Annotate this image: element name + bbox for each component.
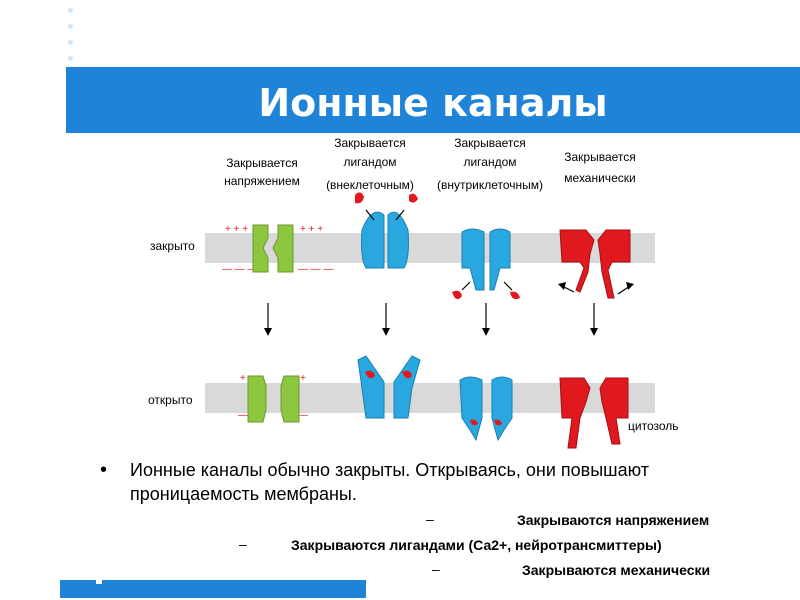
int-ligand-channel-closed-right xyxy=(489,228,511,291)
dot xyxy=(68,24,73,29)
bullet-list: • Ионные каналы обычно закрыты. Открывая… xyxy=(100,458,780,506)
row-label-closed: закрыто xyxy=(150,239,195,253)
ligand-int-open-right xyxy=(494,419,502,426)
int-ligand-channel-open-right xyxy=(491,376,513,442)
sub-dash-1: – xyxy=(426,511,434,527)
charge-plus-right: + + + xyxy=(300,224,323,235)
ligand-int-open-left xyxy=(470,419,478,426)
bullet-main: • Ионные каналы обычно закрыты. Открывая… xyxy=(100,458,780,506)
mech-channel-open-left xyxy=(559,377,591,449)
label-int-2: лигандом xyxy=(463,155,516,169)
row-label-open: открыто xyxy=(148,393,193,407)
mech-channel-open-right xyxy=(599,377,629,445)
bottom-accent-bar xyxy=(60,580,366,598)
ligand-arrow-left xyxy=(365,209,375,221)
ext-ligand-channel-closed xyxy=(361,211,409,269)
int-ligand-channel-open-left xyxy=(459,376,483,442)
label-ext-2: лигандом xyxy=(343,155,396,169)
down-arrow-head-1 xyxy=(264,328,272,336)
slide-title: Ионные каналы xyxy=(258,81,608,125)
voltage-channel-open-right xyxy=(280,375,300,423)
title-bar: Ионные каналы xyxy=(66,67,800,133)
ligand-right-closed xyxy=(409,193,418,203)
ligand-int-left xyxy=(452,290,462,300)
cytosol-label: цитозоль xyxy=(628,419,679,433)
decorative-dots xyxy=(66,8,78,72)
ext-ligand-channel-open-right xyxy=(393,355,421,419)
dot xyxy=(68,40,73,45)
charge-plus-open-left: + xyxy=(240,373,246,384)
charge-plus-open-right: + xyxy=(300,373,306,384)
int-arrow-left xyxy=(461,281,471,291)
ligand-right-open xyxy=(402,370,412,379)
mech-arrow-right-head xyxy=(626,282,634,290)
voltage-channel-closed-right xyxy=(272,224,294,273)
int-ligand-channel-closed-left xyxy=(461,228,485,291)
bottom-accent-notch xyxy=(96,580,102,584)
bullet-dot: • xyxy=(100,459,108,481)
charge-plus-left: + + + xyxy=(225,224,248,235)
bullet-main-text: Ионные каналы обычно закрыты. Открываясь… xyxy=(130,460,649,504)
label-ext-1: Закрывается xyxy=(334,136,406,150)
voltage-channel-open-left xyxy=(247,375,267,423)
sub-dash-2: – xyxy=(239,536,247,552)
sub-bullet-ligand: Закрываются лигандами (Са2+, нейротрансм… xyxy=(291,537,662,553)
voltage-channel-closed-left xyxy=(252,224,269,273)
sub-dash-3: – xyxy=(432,561,440,577)
mech-channel-closed-right xyxy=(597,229,631,299)
mech-arrow-left-head xyxy=(558,282,566,290)
charge-minus-left: — — — xyxy=(222,264,258,275)
ext-ligand-channel-open-left xyxy=(357,355,385,419)
charge-minus-right: — — — xyxy=(298,264,334,275)
dot xyxy=(68,8,73,13)
label-int-1: Закрывается xyxy=(454,136,526,150)
dot xyxy=(68,56,73,61)
down-arrow-head-2 xyxy=(382,328,390,336)
sub-bullet-mechanical: Закрываются механически xyxy=(522,562,711,578)
label-int-3: (внутриклеточным) xyxy=(437,178,543,192)
ion-channel-diagram: Закрывается напряжением Закрывается лига… xyxy=(148,136,679,449)
down-arrow-head-4 xyxy=(590,328,598,336)
mech-channel-closed-left xyxy=(559,229,595,293)
down-arrow-head-3 xyxy=(482,328,490,336)
ligand-int-right xyxy=(510,291,520,300)
sub-bullet-voltage: Закрываются напряжением xyxy=(517,512,710,528)
label-voltage-2: напряжением xyxy=(224,174,300,188)
label-mech-1: Закрывается xyxy=(564,150,636,164)
label-voltage-1: Закрывается xyxy=(226,156,298,170)
ligand-left-open xyxy=(365,370,375,379)
charge-minus-open-left: — xyxy=(238,410,248,421)
ligand-arrow-right xyxy=(395,209,405,221)
int-arrow-right xyxy=(503,281,513,291)
ligand-left-closed xyxy=(355,192,364,204)
label-mech-2: механически xyxy=(564,171,635,185)
charge-minus-open-right: — xyxy=(298,410,308,421)
label-ext-3: (внеклеточным) xyxy=(326,178,414,192)
